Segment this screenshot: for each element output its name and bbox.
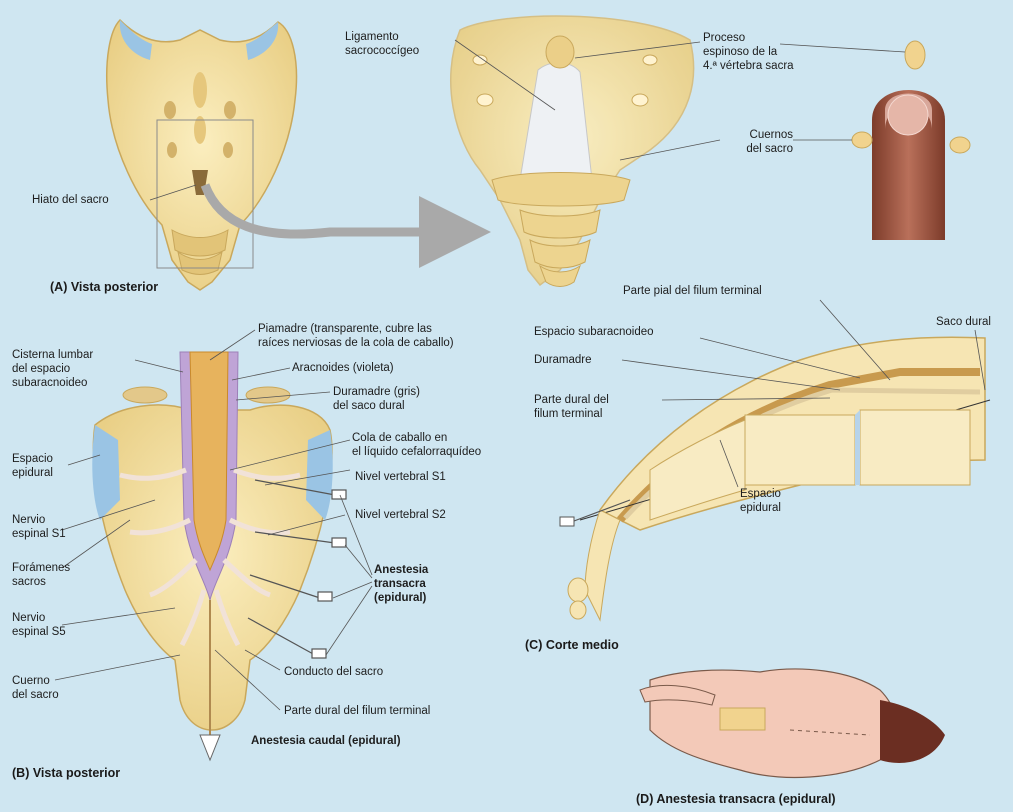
label-nervio-s1: Nervio espinal S1 [12, 513, 66, 541]
sacrum-enlarged [451, 16, 694, 286]
label-cisterna-lumbar: Cisterna lumbar del espacio subaracnoide… [12, 348, 93, 390]
label-cuerno-del-sacro: Cuerno del sacro [12, 674, 59, 702]
label-cola-de-caballo: Cola de caballo en el líquido cefalorraq… [352, 431, 481, 459]
label-saco-dural: Saco dural [936, 315, 991, 329]
patient-prone [640, 669, 945, 777]
label-filum-dural-b: Parte dural del filum terminal [284, 704, 430, 718]
finger [852, 41, 970, 240]
label-anestesia-caudal: Anestesia caudal (epidural) [251, 734, 401, 748]
label-hiato-del-sacro: Hiato del sacro [32, 193, 109, 207]
caption-panel-d: (D) Anestesia transacra (epidural) [636, 792, 836, 806]
label-nivel-s1: Nivel vertebral S1 [355, 470, 446, 484]
label-espacio-epidural: Espacio epidural [12, 452, 53, 480]
label-proceso-espinoso: Proceso espinoso de la 4.ª vértebra sacr… [703, 31, 794, 73]
label-cuernos-del-sacro: Cuernos del sacro [715, 128, 793, 156]
label-parte-pial: Parte pial del filum terminal [623, 284, 762, 298]
label-duramadre-c: Duramadre [534, 353, 592, 367]
sacrum-posterior-a [107, 20, 297, 290]
label-anestesia-transacra: Anestesia transacra (epidural) [374, 563, 428, 605]
medial-section-c [560, 337, 990, 620]
label-duramadre-saco: Duramadre (gris) del saco dural [333, 385, 420, 413]
label-espacio-subaracnoideo: Espacio subaracnoideo [534, 325, 654, 339]
label-conducto-del-sacro: Conducto del sacro [284, 665, 383, 679]
label-foramenes-sacros: Forámenes sacros [12, 561, 70, 589]
label-ligamento-sacrococcigeo: Ligamento sacrococcígeo [345, 30, 419, 58]
caption-panel-a: (A) Vista posterior [50, 280, 158, 294]
label-piamadre: Piamadre (transparente, cubre las raíces… [258, 322, 454, 350]
label-nervio-s5: Nervio espinal S5 [12, 611, 66, 639]
label-filum-dural-c: Parte dural del filum terminal [534, 393, 609, 421]
label-nivel-s2: Nivel vertebral S2 [355, 508, 446, 522]
label-aracnoides: Aracnoides (violeta) [292, 361, 394, 375]
caption-panel-b: (B) Vista posterior [12, 766, 120, 780]
caption-panel-c: (C) Corte medio [525, 638, 619, 652]
label-espacio-epidural-c: Espacio epidural [740, 487, 781, 515]
sacrum-posterior-b [92, 352, 332, 760]
